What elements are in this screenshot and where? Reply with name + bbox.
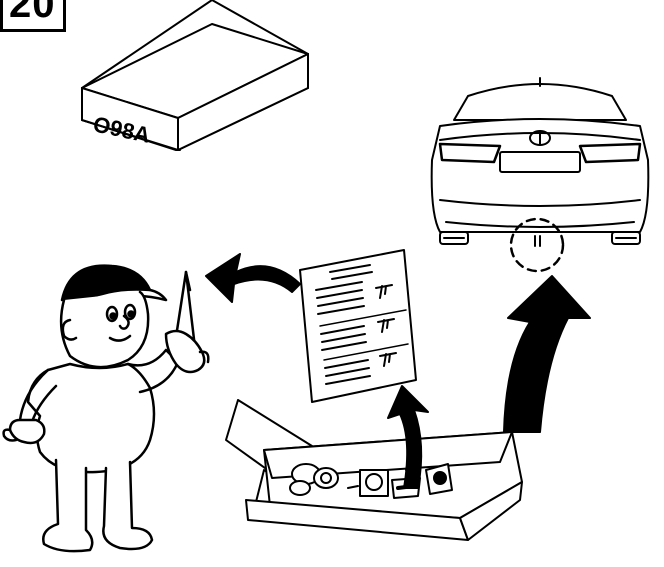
mechanic-icon [2,264,210,553]
closed-parts-box-icon: O98A [81,0,309,151]
car-rear-icon [430,77,650,245]
dashed-circle-icon [509,217,565,273]
instruction-sheet-icon [299,249,417,403]
curved-arrow-icon-to-sheet [387,385,429,489]
curved-arrow-icon-to-mechanic [205,253,301,303]
curved-arrow-icon-to-car [503,275,591,433]
step-number-box: 20 [0,0,66,32]
open-parts-box-icon [225,399,523,541]
step-number: 20 [9,0,56,26]
